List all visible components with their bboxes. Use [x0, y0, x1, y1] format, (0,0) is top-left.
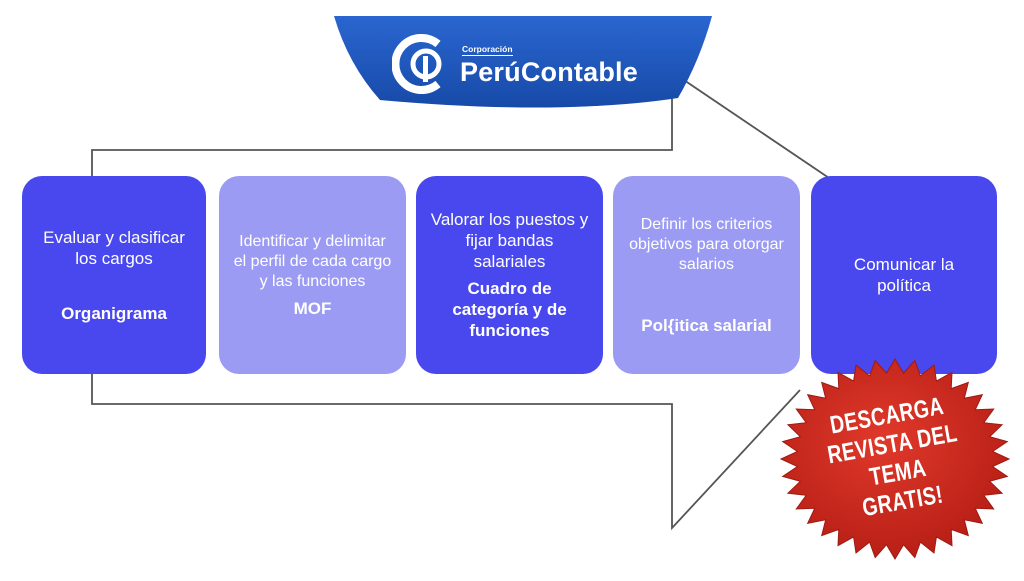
seal-badge-icon: [779, 358, 1011, 560]
step-text: Comunicar la política: [853, 255, 955, 295]
perucontable-logo-icon: [392, 34, 442, 94]
step-text: Identificar y delimitar el perfil de cad…: [233, 232, 392, 290]
logo-small-text: Corporación: [462, 44, 513, 56]
step-text: Valorar los puestos y fijar bandas salar…: [430, 210, 589, 271]
step-text: Evaluar y clasificar los cargos: [43, 227, 185, 268]
download-magazine-seal[interactable]: DESCARGA REVISTA DEL TEMA GRATIS!: [778, 356, 1012, 562]
step-definir: Definir los criterios objetivos para oto…: [613, 176, 800, 374]
brand-logo: Corporación PerúContable: [392, 30, 662, 100]
seal-text: DESCARGA REVISTA DEL TEMA GRATIS!: [762, 337, 1024, 581]
step-keyword: Pol{itica salarial: [641, 315, 772, 335]
step-keyword: Organigrama: [61, 303, 167, 323]
step-text: Definir los criterios objetivos para oto…: [629, 215, 784, 273]
step-evaluar: Evaluar y clasificar los cargos Organigr…: [22, 176, 206, 374]
step-identificar: Identificar y delimitar el perfil de cad…: [219, 176, 406, 374]
header-banner: Corporación PerúContable: [0, 0, 1024, 120]
step-valorar: Valorar los puestos y fijar bandas salar…: [416, 176, 603, 374]
logo-name: PerúContable: [460, 57, 638, 87]
step-keyword: Cuadro de categoría y de funciones: [452, 279, 567, 340]
step-keyword: MOF: [293, 298, 332, 318]
step-comunicar: Comunicar la política: [811, 176, 997, 374]
